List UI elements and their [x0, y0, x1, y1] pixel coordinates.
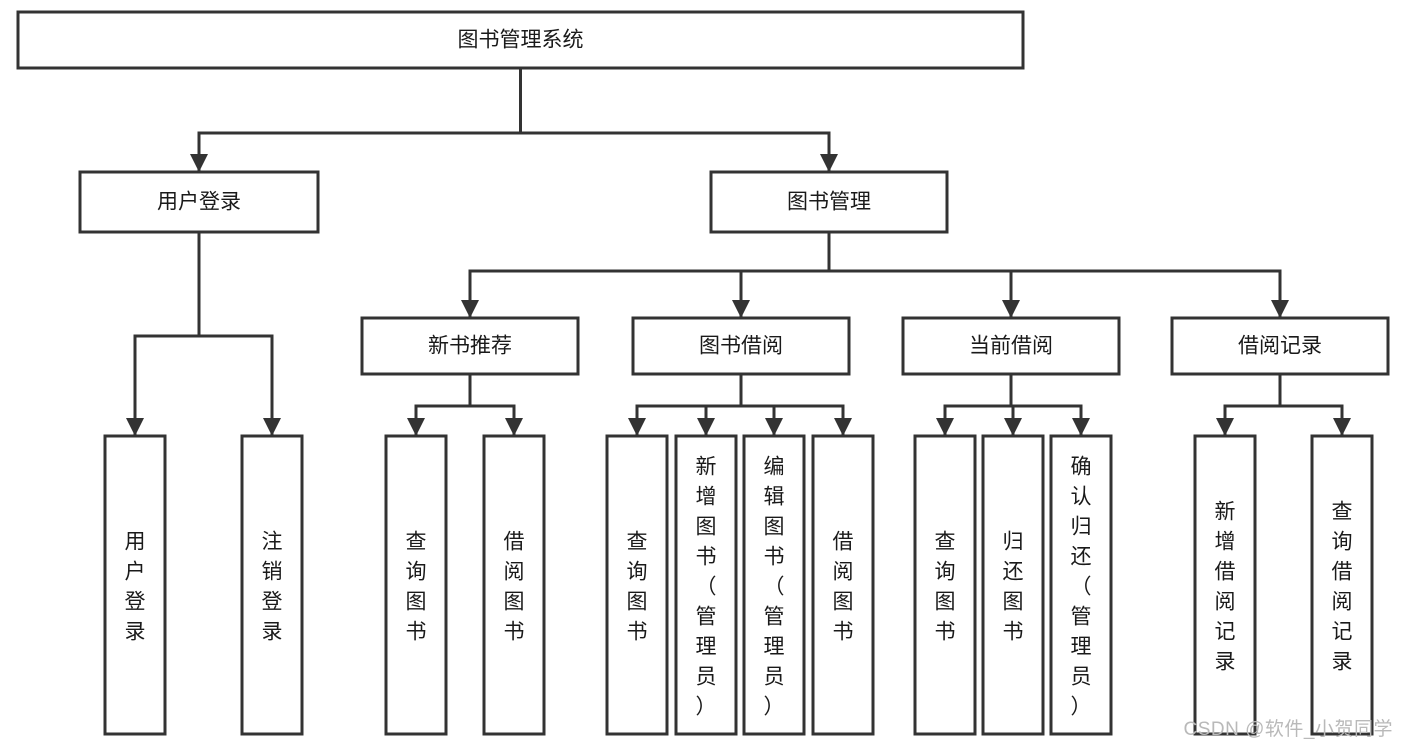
node-box-leaf-borrow-add[interactable]: 新增图书（管理员） — [674, 434, 738, 736]
arrowhead-icon — [1002, 300, 1020, 318]
node-label-leaf-borrow-add: 新增图书（管理员） — [696, 455, 717, 718]
node-box-current-borrow[interactable]: 当前借阅 — [901, 316, 1121, 376]
box-outline-leaf-borrow-do — [811, 434, 875, 736]
node-label-book-borrow: 图书借阅 — [699, 335, 783, 358]
node-label-current-borrow: 当前借阅 — [969, 335, 1053, 358]
node-label-leaf-current-return: 归还图书 — [1003, 530, 1024, 643]
arrowhead-icon — [1072, 418, 1090, 436]
node-box-leaf-recommend-borrow[interactable]: 借阅图书 — [482, 434, 546, 736]
node-box-leaf-user-login[interactable]: 用户登录 — [103, 434, 167, 736]
arrowhead-icon — [1004, 418, 1022, 436]
box-outline-leaf-record-query — [1310, 434, 1374, 736]
node-label-leaf-recommend-query: 查询图书 — [406, 530, 427, 643]
box-outline-leaf-recommend-query — [384, 434, 448, 736]
node-label-root: 图书管理系统 — [458, 29, 584, 52]
node-box-user-login[interactable]: 用户登录 — [78, 170, 320, 234]
arrowhead-icon — [505, 418, 523, 436]
box-outline-leaf-recommend-borrow — [482, 434, 546, 736]
box-outline-borrow-record — [1170, 316, 1390, 376]
node-label-leaf-borrow-edit: 编辑图书（管理员） — [764, 455, 785, 718]
node-box-root[interactable]: 图书管理系统 — [16, 10, 1025, 70]
node-box-leaf-current-query[interactable]: 查询图书 — [913, 434, 977, 736]
arrowhead-icon — [1216, 418, 1234, 436]
connector-group-root — [190, 66, 838, 173]
box-outline-root — [16, 10, 1025, 70]
node-box-leaf-borrow-query[interactable]: 查询图书 — [605, 434, 669, 736]
arrowhead-icon — [407, 418, 425, 436]
box-outline-leaf-current-confirm — [1049, 434, 1113, 736]
box-outline-new-book-recommend — [360, 316, 580, 376]
watermark-label: CSDN @软件_小贺同学 — [1183, 719, 1393, 740]
box-outline-leaf-borrow-query — [605, 434, 669, 736]
arrowhead-icon — [936, 418, 954, 436]
node-label-new-book-recommend: 新书推荐 — [428, 335, 512, 358]
arrowhead-icon — [190, 154, 208, 172]
node-label-user-login: 用户登录 — [157, 191, 241, 214]
box-outline-leaf-user-login — [103, 434, 167, 736]
box-outline-leaf-current-return — [981, 434, 1045, 736]
arrowhead-icon — [765, 418, 783, 436]
node-box-leaf-user-logout[interactable]: 注销登录 — [240, 434, 304, 736]
node-box-leaf-recommend-query[interactable]: 查询图书 — [384, 434, 448, 736]
box-outline-leaf-current-query — [913, 434, 977, 736]
node-label-leaf-current-query: 查询图书 — [935, 530, 956, 643]
arrowhead-icon — [628, 418, 646, 436]
box-outline-leaf-user-logout — [240, 434, 304, 736]
connector-group-book-manage — [461, 230, 1289, 319]
node-label-leaf-record-query: 查询借阅记录 — [1332, 500, 1353, 673]
connection-lines — [126, 66, 1351, 437]
node-box-leaf-current-return[interactable]: 归还图书 — [981, 434, 1045, 736]
node-box-leaf-record-add[interactable]: 新增借阅记录 — [1193, 434, 1257, 736]
node-label-leaf-user-login: 用户登录 — [125, 530, 146, 643]
box-outline-leaf-record-add — [1193, 434, 1257, 736]
node-label-leaf-borrow-query: 查询图书 — [627, 530, 648, 643]
node-box-new-book-recommend[interactable]: 新书推荐 — [360, 316, 580, 376]
arrowhead-icon — [834, 418, 852, 436]
arrowhead-icon — [697, 418, 715, 436]
arrowhead-icon — [820, 154, 838, 172]
node-box-book-borrow[interactable]: 图书借阅 — [631, 316, 851, 376]
connector-group-new-book-recommend — [407, 372, 523, 437]
node-label-book-manage: 图书管理 — [787, 191, 871, 214]
node-box-leaf-record-query[interactable]: 查询借阅记录 — [1310, 434, 1374, 736]
connector-group-user-login — [126, 230, 281, 437]
node-box-leaf-current-confirm[interactable]: 确认归还（管理员） — [1049, 434, 1113, 736]
node-label-leaf-record-add: 新增借阅记录 — [1215, 500, 1236, 673]
node-label-leaf-borrow-do: 借阅图书 — [833, 530, 854, 643]
node-box-leaf-borrow-do[interactable]: 借阅图书 — [811, 434, 875, 736]
diagram-nodes: 图书管理系统用户登录图书管理新书推荐图书借阅当前借阅借阅记录用户登录注销登录查询… — [16, 10, 1390, 736]
arrowhead-icon — [1333, 418, 1351, 436]
box-outline-leaf-borrow-edit — [742, 434, 806, 736]
connector-group-borrow-record — [1216, 372, 1351, 437]
node-label-borrow-record: 借阅记录 — [1238, 335, 1322, 358]
node-label-leaf-recommend-borrow: 借阅图书 — [504, 530, 525, 643]
box-outline-leaf-borrow-add — [674, 434, 738, 736]
node-label-leaf-current-confirm: 确认归还（管理员） — [1071, 455, 1092, 718]
box-outline-user-login — [78, 170, 320, 234]
arrowhead-icon — [126, 418, 144, 436]
arrowhead-icon — [461, 300, 479, 318]
node-box-leaf-borrow-edit[interactable]: 编辑图书（管理员） — [742, 434, 806, 736]
connector-group-book-borrow — [628, 372, 852, 437]
connector-group-current-borrow — [936, 372, 1090, 437]
node-box-borrow-record[interactable]: 借阅记录 — [1170, 316, 1390, 376]
arrowhead-icon — [732, 300, 750, 318]
node-box-book-manage[interactable]: 图书管理 — [709, 170, 949, 234]
box-outline-book-borrow — [631, 316, 851, 376]
node-label-leaf-user-logout: 注销登录 — [262, 530, 283, 643]
arrowhead-icon — [263, 418, 281, 436]
box-outline-book-manage — [709, 170, 949, 234]
arrowhead-icon — [1271, 300, 1289, 318]
box-outline-current-borrow — [901, 316, 1121, 376]
